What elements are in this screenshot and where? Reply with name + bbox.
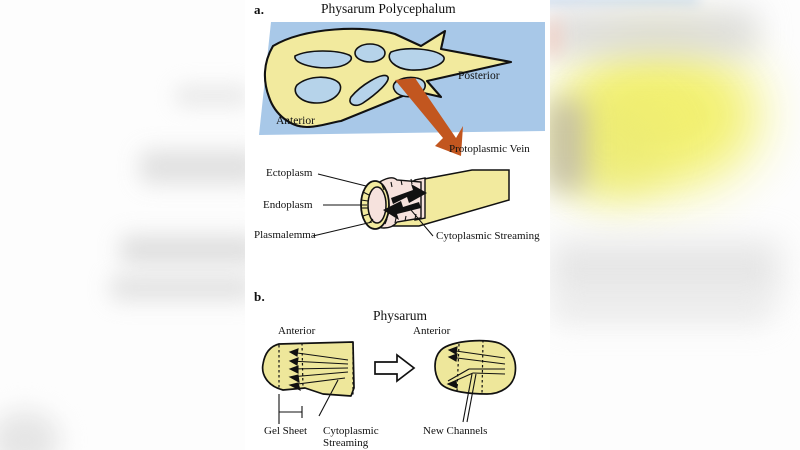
panel-b-letter: b. xyxy=(254,289,266,304)
fragment-left-streaming-arrows xyxy=(288,348,349,392)
label-gel-sheet: Gel Sheet xyxy=(264,425,308,437)
protoplasmic-vein-diagram xyxy=(312,169,510,237)
cytoplasmic-streaming-line2: Streaming xyxy=(323,437,369,450)
label-cytoplasmic-streaming: Cytoplasmic Streaming xyxy=(436,230,540,242)
new-channels-leaders xyxy=(462,373,477,423)
background-text-blob xyxy=(175,85,250,107)
label-new-channels: New Channels xyxy=(423,425,488,437)
label-protoplasmic-vein: Protoplasmic Vein xyxy=(449,143,530,155)
panel-a-organism-diagram: Posterior Anterior xyxy=(259,22,545,135)
vacuole xyxy=(354,43,386,63)
cytoplasmic-streaming-line1: Cytoplasmic xyxy=(323,425,379,437)
fragment-left-dotted-lines xyxy=(278,342,354,395)
vacuole xyxy=(294,76,342,104)
orange-arrow-shape xyxy=(395,78,463,156)
magnify-pointer-arrow xyxy=(395,78,463,156)
label-endoplasm: Endoplasm xyxy=(263,199,313,211)
background-gray-blob xyxy=(548,10,758,56)
background-corner-blob xyxy=(0,410,60,450)
figure-column: a. Physarum Polycephalum Posterior Anter… xyxy=(245,0,550,450)
background-text-blob xyxy=(120,235,260,265)
streaming-arrow-left xyxy=(383,201,421,220)
background-text-blob xyxy=(140,150,260,184)
fragment-right-body xyxy=(434,339,517,395)
label-cytoplasmic-streaming-b: Cytoplasmic Streaming xyxy=(323,425,379,450)
streaming-arrow-right xyxy=(391,184,427,204)
background-gray-blob xyxy=(546,100,586,190)
label-ectoplasm: Ectoplasm xyxy=(266,167,313,179)
label-plasmalemma: Plasmalemma xyxy=(254,229,316,241)
fragment-right-dotted-lines xyxy=(456,339,484,395)
panel-a-letter: a. xyxy=(254,2,265,17)
background-text-blob xyxy=(110,275,255,301)
vacuole xyxy=(388,47,445,71)
label-anterior-left: Anterior xyxy=(278,325,316,337)
panel-b-diagram xyxy=(261,339,517,424)
background-gray-blob xyxy=(552,295,772,325)
transition-arrow xyxy=(374,353,416,383)
vein-leader-lines xyxy=(312,173,434,237)
panel-b-title: Physarum xyxy=(373,308,427,323)
label-anterior-right: Anterior xyxy=(413,325,451,337)
background-gray-blob xyxy=(550,240,780,300)
endoplasm-opening xyxy=(367,186,387,224)
label-anterior: Anterior xyxy=(276,115,315,127)
cytoplasmic-streaming-leader xyxy=(318,379,339,417)
label-posterior: Posterior xyxy=(458,70,500,82)
plasmalemma-hatch xyxy=(360,178,417,225)
vacuole xyxy=(349,74,389,106)
panel-a-title: Physarum Polycephalum xyxy=(321,1,456,16)
vacuole xyxy=(294,50,353,69)
fragment-right-streaming-arrows xyxy=(446,346,506,389)
gel-sheet-bracket xyxy=(278,394,303,424)
